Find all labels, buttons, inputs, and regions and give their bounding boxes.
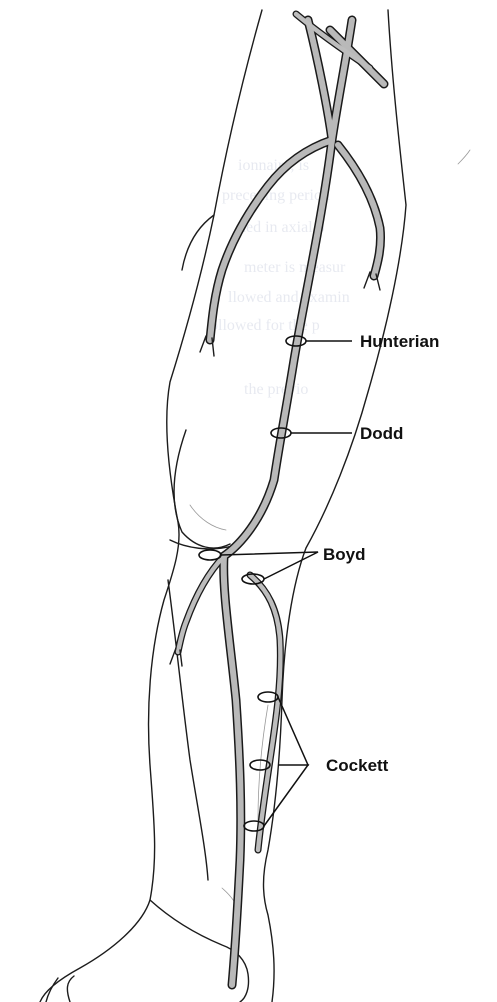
bleed-through-text: ionnaire, is preceding period ned in axi… [210,157,350,398]
svg-text:meter is measur: meter is measur [244,259,346,276]
boyd-label: Boyd [323,545,366,564]
svg-text:llowed and examin: llowed and examin [228,289,350,306]
svg-text:the previo: the previo [244,381,308,398]
dodd-label: Dodd [360,424,403,443]
labels: Hunterian Dodd Boyd Cockett [323,332,439,775]
cockett-label: Cockett [326,756,389,775]
hunterian-label: Hunterian [360,332,439,351]
svg-text:preceding period: preceding period [222,187,330,204]
svg-text:ned in axial p: ned in axial p [238,219,325,236]
boyd-perforator-ring-1 [199,550,221,560]
